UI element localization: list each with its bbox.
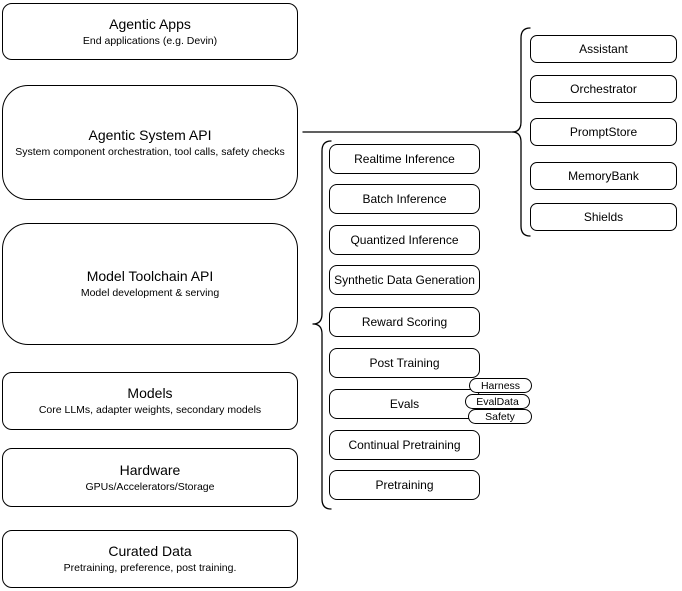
node-subtitle: End applications (e.g. Devin): [82, 34, 218, 47]
tag-label: Safety: [485, 410, 515, 423]
node-subtitle: Model development & serving: [80, 287, 220, 300]
node-title: Curated Data: [108, 543, 192, 560]
node-label: Orchestrator: [570, 82, 637, 96]
node-label: Post Training: [369, 356, 440, 370]
node-quantized-inference: Quantized Inference: [329, 225, 480, 255]
node-models: Models Core LLMs, adapter weights, secon…: [2, 372, 298, 430]
node-curated-data: Curated Data Pretraining, preference, po…: [2, 530, 298, 588]
node-pretraining: Pretraining: [329, 470, 480, 500]
node-orchestrator: Orchestrator: [530, 75, 677, 103]
node-title: Hardware: [119, 461, 181, 478]
node-realtime-inference: Realtime Inference: [329, 144, 480, 174]
node-hardware: Hardware GPUs/Accelerators/Storage: [2, 448, 298, 507]
node-label: Batch Inference: [362, 192, 447, 206]
brace-system-group: [511, 27, 531, 237]
node-shields: Shields: [530, 203, 677, 231]
node-title: Agentic System API: [88, 126, 212, 143]
node-label: PromptStore: [569, 125, 638, 139]
node-promptstore: PromptStore: [530, 118, 677, 146]
node-post-training: Post Training: [329, 348, 480, 378]
node-subtitle: Core LLMs, adapter weights, secondary mo…: [38, 404, 262, 417]
node-agentic-system-api: Agentic System API System component orch…: [2, 85, 298, 200]
node-label: Assistant: [579, 42, 628, 56]
node-evals: Evals: [329, 389, 480, 419]
node-label: Continual Pretraining: [348, 438, 461, 452]
tag-label: EvalData: [476, 395, 519, 408]
tag-label: Harness: [480, 379, 521, 392]
node-label: Shields: [583, 210, 624, 224]
node-label: Realtime Inference: [354, 152, 455, 166]
tag-evaldata: EvalData: [465, 394, 530, 409]
node-model-toolchain-api: Model Toolchain API Model development & …: [2, 223, 298, 345]
tag-harness: Harness: [469, 378, 532, 393]
node-label: Pretraining: [375, 478, 434, 492]
tag-safety: Safety: [468, 409, 532, 424]
node-title: Model Toolchain API: [86, 268, 214, 285]
node-memorybank: MemoryBank: [530, 162, 677, 190]
node-continual-pretraining: Continual Pretraining: [329, 430, 480, 460]
node-batch-inference: Batch Inference: [329, 184, 480, 214]
node-label: MemoryBank: [568, 169, 639, 183]
node-reward-scoring: Reward Scoring: [329, 307, 480, 337]
node-label: Synthetic Data Generation: [334, 273, 475, 287]
node-subtitle: Pretraining, preference, post training.: [63, 562, 237, 575]
node-label: Evals: [389, 397, 420, 411]
node-title: Models: [127, 385, 173, 402]
node-label: Quantized Inference: [350, 233, 459, 247]
node-agentic-apps: Agentic Apps End applications (e.g. Devi…: [2, 3, 298, 60]
node-label: Reward Scoring: [361, 315, 448, 329]
node-title: Agentic Apps: [109, 15, 191, 32]
node-subtitle: GPUs/Accelerators/Storage: [85, 480, 215, 493]
node-assistant: Assistant: [530, 35, 677, 63]
node-subtitle: System component orchestration, tool cal…: [15, 145, 285, 158]
node-synthetic-data-generation: Synthetic Data Generation: [329, 265, 480, 295]
